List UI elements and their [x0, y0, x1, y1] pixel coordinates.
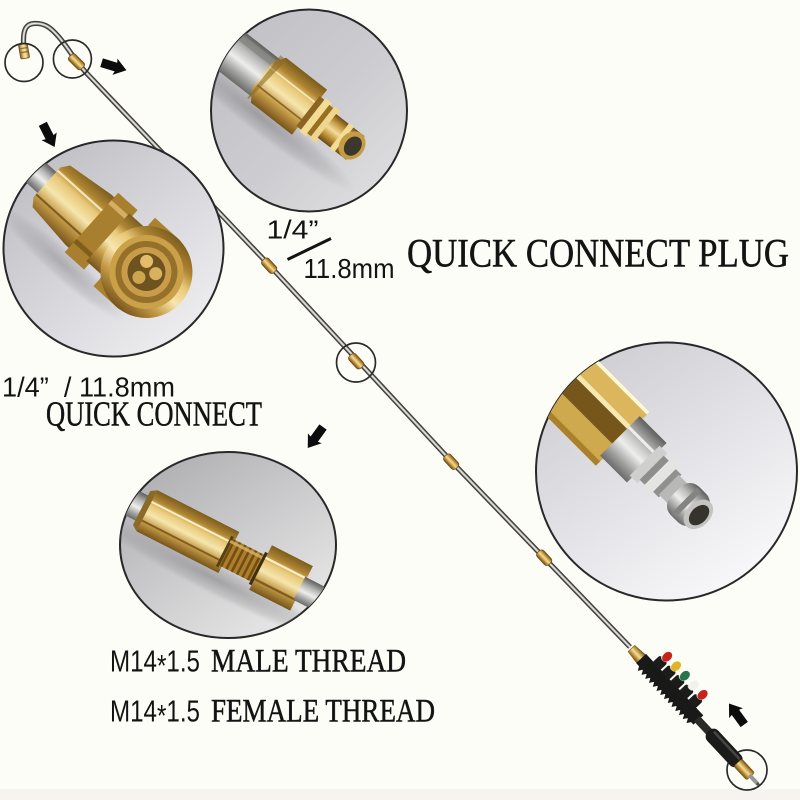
svg-text:1/4” / 11.8mm: 1/4” / 11.8mm: [2, 372, 175, 403]
svg-text:M14*1.5: M14*1.5: [110, 694, 200, 734]
svg-text:QUICK CONNECT PLUG: QUICK CONNECT PLUG: [407, 231, 789, 276]
svg-text:11.8mm: 11.8mm: [304, 253, 395, 284]
svg-text:1/4”: 1/4”: [267, 215, 319, 245]
svg-text:QUICK CONNECT: QUICK CONNECT: [46, 395, 262, 434]
svg-text:FEMALE THREAD: FEMALE THREAD: [211, 694, 435, 730]
svg-text:M14*1.5: M14*1.5: [110, 644, 200, 684]
svg-text:MALE THREAD: MALE THREAD: [211, 644, 406, 680]
